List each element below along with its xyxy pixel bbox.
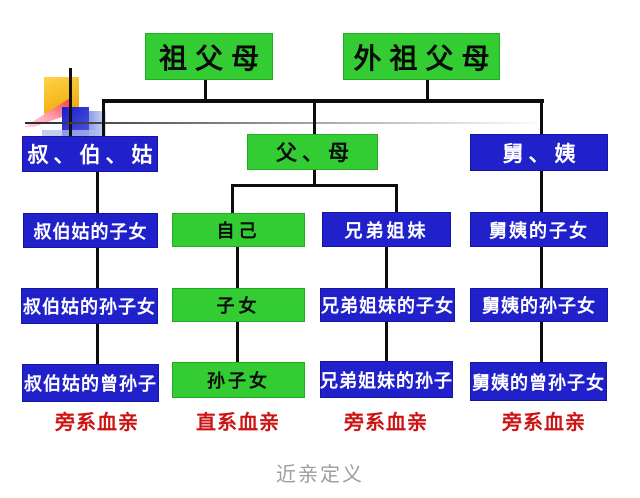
- connector-line: [313, 170, 316, 186]
- node-paternal-cousins-children: 叔伯姑的孙子女: [21, 288, 158, 324]
- node-paternal-cousins-grandchildren: 叔伯姑的曾孙子: [22, 364, 159, 402]
- node-paternal-grandparents: 祖父母: [145, 33, 273, 80]
- connector-line: [540, 322, 543, 362]
- node-siblings: 兄弟姐妹: [322, 212, 451, 247]
- node-parents: 父、母: [247, 134, 378, 170]
- connector-line: [385, 322, 388, 361]
- node-paternal-uncles-aunts: 叔、伯、姑: [22, 136, 158, 172]
- connector-line: [96, 323, 99, 364]
- category-label-collateral-2: 旁系血亲: [344, 412, 428, 434]
- connector-line: [102, 99, 105, 137]
- node-grandchildren: 孙子女: [172, 362, 305, 398]
- connector-line: [385, 247, 388, 288]
- node-children: 子女: [172, 288, 305, 322]
- connector-line: [540, 171, 543, 213]
- connector-line: [231, 184, 234, 213]
- ornament-horizontal-rule: [25, 122, 617, 124]
- connector-line: [236, 322, 239, 362]
- ornament-vertical-line: [69, 68, 72, 136]
- connector-line: [313, 99, 316, 134]
- node-maternal-cousins-grandchildren: 舅姨的曾孙子女: [470, 362, 607, 401]
- node-maternal-cousins: 舅姨的子女: [470, 212, 608, 247]
- connector-line: [96, 172, 99, 213]
- node-siblings-grandchildren: 兄弟姐妹的孙子: [320, 361, 453, 398]
- category-label-direct: 直系血亲: [196, 412, 280, 434]
- connector-line: [102, 99, 544, 103]
- connector-line: [426, 80, 429, 100]
- connector-line: [236, 247, 239, 288]
- connector-line: [395, 184, 398, 213]
- node-maternal-grandparents: 外祖父母: [343, 33, 500, 80]
- page-caption: 近亲定义: [276, 464, 364, 486]
- node-siblings-children: 兄弟姐妹的子女: [320, 288, 455, 322]
- node-maternal-cousins-children: 舅姨的孙子女: [470, 288, 608, 322]
- connector-line: [231, 184, 398, 187]
- node-paternal-cousins: 叔伯姑的子女: [23, 213, 158, 248]
- connector-line: [540, 99, 543, 134]
- connector-line: [540, 247, 543, 288]
- category-label-collateral-1: 旁系血亲: [55, 412, 139, 434]
- connector-line: [96, 248, 99, 288]
- node-self: 自己: [172, 213, 305, 247]
- category-label-collateral-3: 旁系血亲: [502, 412, 586, 434]
- node-maternal-uncles-aunts: 舅、姨: [470, 134, 608, 171]
- connector-line: [204, 80, 207, 100]
